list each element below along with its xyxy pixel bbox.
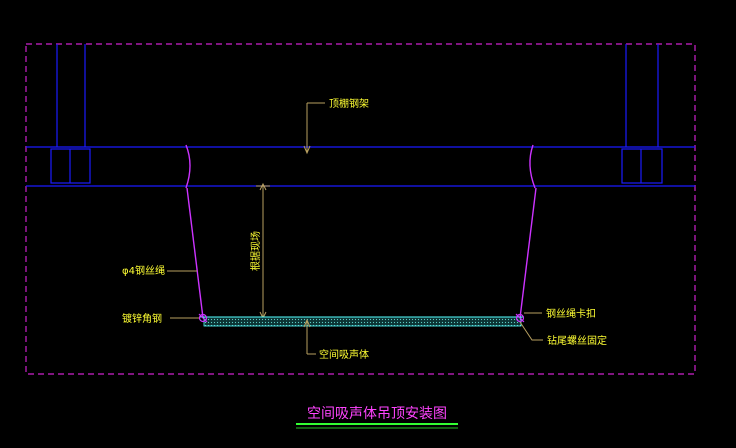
label-self-drilling-screw: 钻尾螺丝固定 — [547, 334, 607, 347]
label-wire-rope-clip: 钢丝绳卡扣 — [546, 307, 596, 320]
angle-steel-right — [515, 313, 525, 323]
beam-connector-right — [621, 148, 663, 184]
wire-rope-right — [519, 144, 537, 319]
drawing-title: 空间吸声体吊顶安装图 — [307, 406, 447, 422]
leader-space-absorber — [303, 318, 316, 355]
label-ceiling-steel-frame: 顶棚钢架 — [329, 97, 369, 110]
dimension-line — [256, 182, 270, 320]
label-galvanized-angle-steel: 镀锌角钢 — [122, 312, 162, 325]
leader-ceiling-steel-frame — [303, 102, 325, 155]
beam-connector-left — [50, 148, 91, 184]
space-absorber-panel — [203, 316, 522, 327]
steel-frame-beams — [26, 146, 695, 187]
wire-rope-left — [185, 144, 204, 319]
label-steel-wire-rope: φ4钢丝绳 — [122, 264, 165, 277]
label-space-absorber: 空间吸声体 — [319, 348, 369, 361]
steel-frame-columns — [56, 44, 659, 147]
leader-self-drilling-screw — [519, 321, 543, 341]
drawing-boundary — [25, 43, 696, 375]
label-site-dimension: 根据现场 — [249, 231, 262, 271]
angle-steel-left — [198, 313, 208, 323]
